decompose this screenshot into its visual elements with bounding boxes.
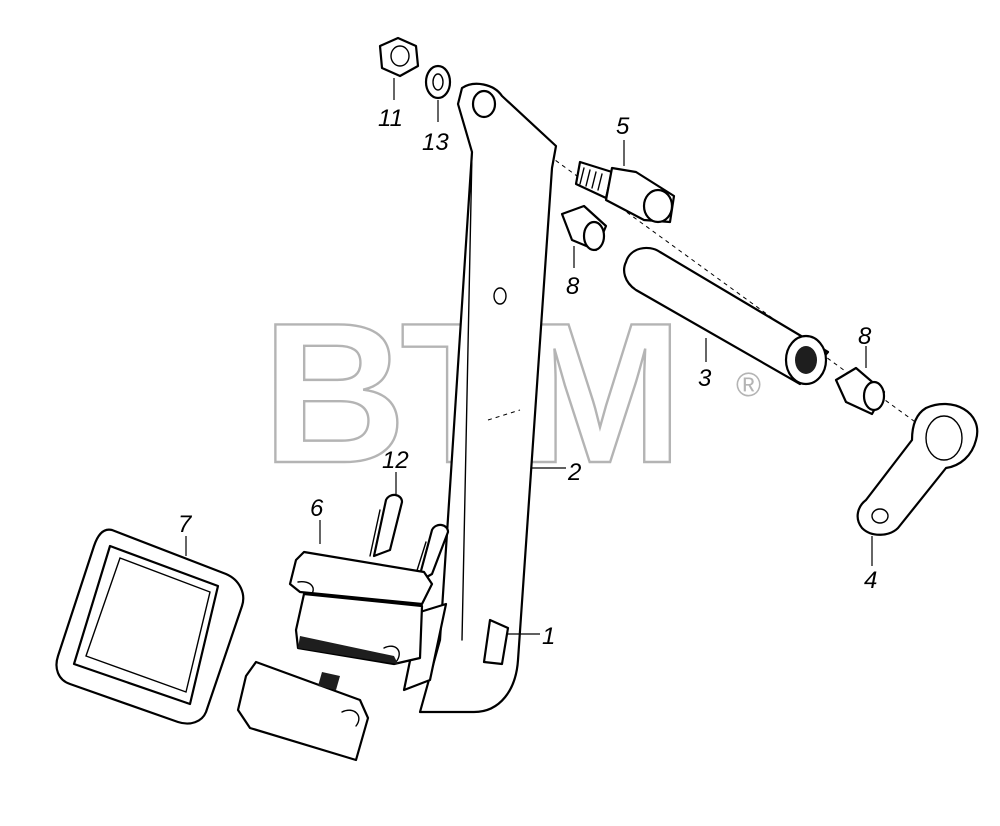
pad-plate: [288, 550, 434, 666]
nut: [378, 36, 420, 78]
bushing-left: [560, 204, 608, 252]
pedal-arm-bracket: [402, 602, 510, 692]
bushing-right: [834, 366, 886, 416]
callout-bolt: 5: [616, 113, 630, 140]
callout-pedal-arm-bracket: 1: [542, 623, 555, 650]
callout-pedal-lever: 2: [567, 459, 581, 486]
callout-nut: 11: [378, 105, 403, 132]
callout-pad-plate: 6: [310, 495, 324, 522]
callout-bushing-left: 8: [566, 273, 580, 300]
pedal-lever: [418, 82, 558, 714]
watermark-registered-mark: ®: [736, 366, 761, 404]
callout-bushing-right: 8: [858, 323, 872, 350]
pedal-pad: [55, 528, 245, 725]
lower-pad-plate: [236, 660, 370, 762]
callout-pedal-pad: 7: [178, 511, 193, 538]
leader-lines: [185, 78, 873, 635]
callout-rivet: 12: [382, 447, 409, 474]
callout-lever-plate: 4: [864, 567, 877, 594]
callouts: 11 13 5 8 3 8 4 2 1 12 6 7: [178, 105, 877, 650]
lever-plate: [856, 402, 979, 536]
callout-washer: 13: [422, 129, 449, 156]
rivets: [369, 493, 450, 584]
sleeve: [623, 246, 830, 386]
callout-sleeve: 3: [698, 365, 712, 392]
pivot-hole: [471, 89, 497, 119]
bolt: [574, 160, 676, 224]
washer: [424, 64, 452, 100]
